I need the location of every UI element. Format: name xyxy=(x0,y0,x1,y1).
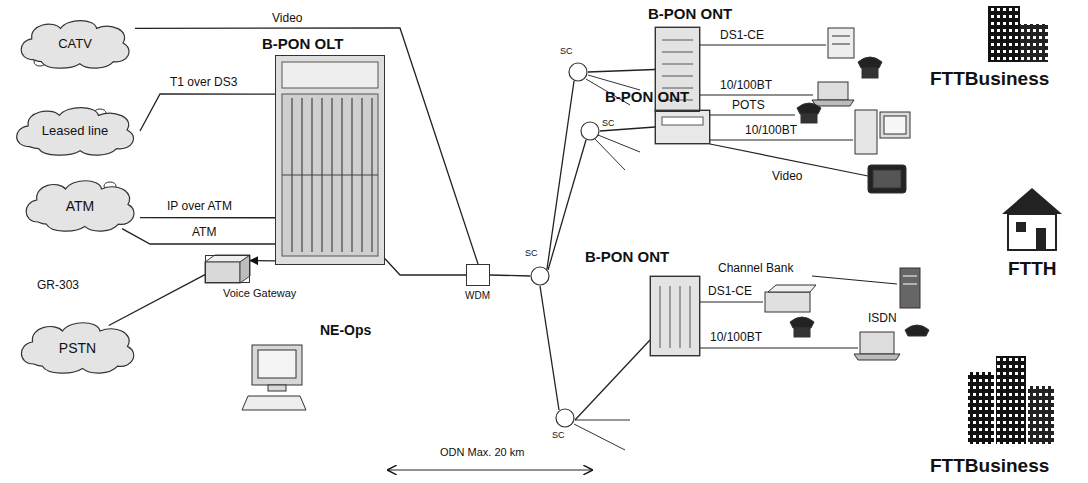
box-outline xyxy=(466,264,490,286)
node-text: CATV xyxy=(58,37,92,52)
ont-chassis xyxy=(650,27,710,356)
node-text: SC xyxy=(552,430,565,440)
network-cloud: CATV xyxy=(15,18,135,70)
port-label: 10/100BT xyxy=(710,331,762,345)
network-cloud: ATM xyxy=(20,178,140,233)
link-label: T1 over DS3 xyxy=(168,76,239,90)
port-label: 10/100BT xyxy=(745,124,797,138)
box-outline xyxy=(650,276,700,356)
device-label: ISDN xyxy=(868,312,897,326)
ont-box: B-PON ONT xyxy=(605,88,730,146)
olt-chassis xyxy=(275,55,385,265)
device-label: Channel Bank xyxy=(718,262,793,276)
olt-box: B-PON OLT xyxy=(258,35,393,267)
link-label: IP over ATM xyxy=(165,200,234,214)
splitter-circle xyxy=(569,63,587,81)
port-label: DS1-CE xyxy=(720,29,764,43)
node-text: PSTN xyxy=(59,339,96,355)
segment-label: FTTBusiness xyxy=(930,68,1049,90)
distance-label: ODN Max. 20 km xyxy=(440,446,524,459)
node-text: SC xyxy=(602,118,615,128)
segment-label: FTTBusiness xyxy=(930,455,1049,477)
splitter-circle xyxy=(580,121,600,141)
cloud-outline xyxy=(21,21,129,69)
node-text: SC xyxy=(525,248,538,258)
node-text: Leased line xyxy=(42,124,109,139)
node-text: Voice Gateway xyxy=(223,287,296,300)
box-outline xyxy=(205,255,250,283)
cloud-outline xyxy=(17,108,134,156)
splitter-circle xyxy=(581,122,599,140)
splitter-circle xyxy=(530,266,550,286)
splitter: SC xyxy=(525,248,555,288)
customer-equipment xyxy=(765,28,929,360)
splitter: SC xyxy=(580,118,620,142)
fiber-link xyxy=(490,275,530,276)
node-text: B-PON ONT xyxy=(585,248,669,265)
port-label: 10/100BT xyxy=(720,79,772,93)
node-text: WDM xyxy=(465,290,490,302)
gateway-box xyxy=(205,255,250,283)
ont-box: B-PON ONT xyxy=(585,248,710,358)
fiber-link xyxy=(140,217,275,218)
cloud-outline xyxy=(21,323,133,373)
workstation xyxy=(242,345,306,410)
fiber-link xyxy=(109,275,205,326)
wdm-fill xyxy=(466,264,490,286)
ops-terminal: NE-Ops xyxy=(320,322,400,342)
fiber-link xyxy=(575,340,650,420)
splitter-circle xyxy=(556,409,574,427)
link-label: Video xyxy=(270,12,304,26)
node-text: SC xyxy=(560,46,573,56)
wdm-box: WDM xyxy=(458,262,500,304)
network-cloud: PSTN xyxy=(15,320,140,375)
port-label: DS1-CE xyxy=(708,285,752,299)
box-outline xyxy=(275,55,385,265)
node-text: NE-Ops xyxy=(320,322,371,338)
box-outline xyxy=(655,110,710,144)
fiber-link xyxy=(540,286,559,410)
splitter: SC xyxy=(550,405,580,445)
gateway-box: Voice Gateway xyxy=(205,255,315,305)
node-text: B-PON OLT xyxy=(262,35,343,52)
link-label: GR-303 xyxy=(35,279,81,293)
splitter-circle xyxy=(531,267,549,285)
segment-label: FTTH xyxy=(1008,258,1057,280)
fiber-link xyxy=(135,28,478,264)
drop-lines xyxy=(388,45,897,470)
fiber-link xyxy=(140,94,275,131)
fiber-link xyxy=(588,70,655,73)
network-cloud: Leased line xyxy=(10,105,140,157)
port-label: Video xyxy=(772,170,802,184)
splitter-circle xyxy=(568,62,588,82)
node-text: B-PON ONT xyxy=(605,88,689,105)
port-label: POTS xyxy=(732,99,765,113)
link-label: ATM xyxy=(190,226,218,240)
fiber-link xyxy=(547,81,574,269)
node-text: B-PON ONT xyxy=(648,5,732,22)
splitter: SC xyxy=(560,46,596,82)
cloud-outline xyxy=(26,181,134,231)
fiber-link xyxy=(385,259,466,275)
fiber-link xyxy=(250,260,275,261)
splitter-circle xyxy=(555,408,575,428)
fiber-link xyxy=(548,140,586,270)
node-text: ATM xyxy=(66,197,95,213)
